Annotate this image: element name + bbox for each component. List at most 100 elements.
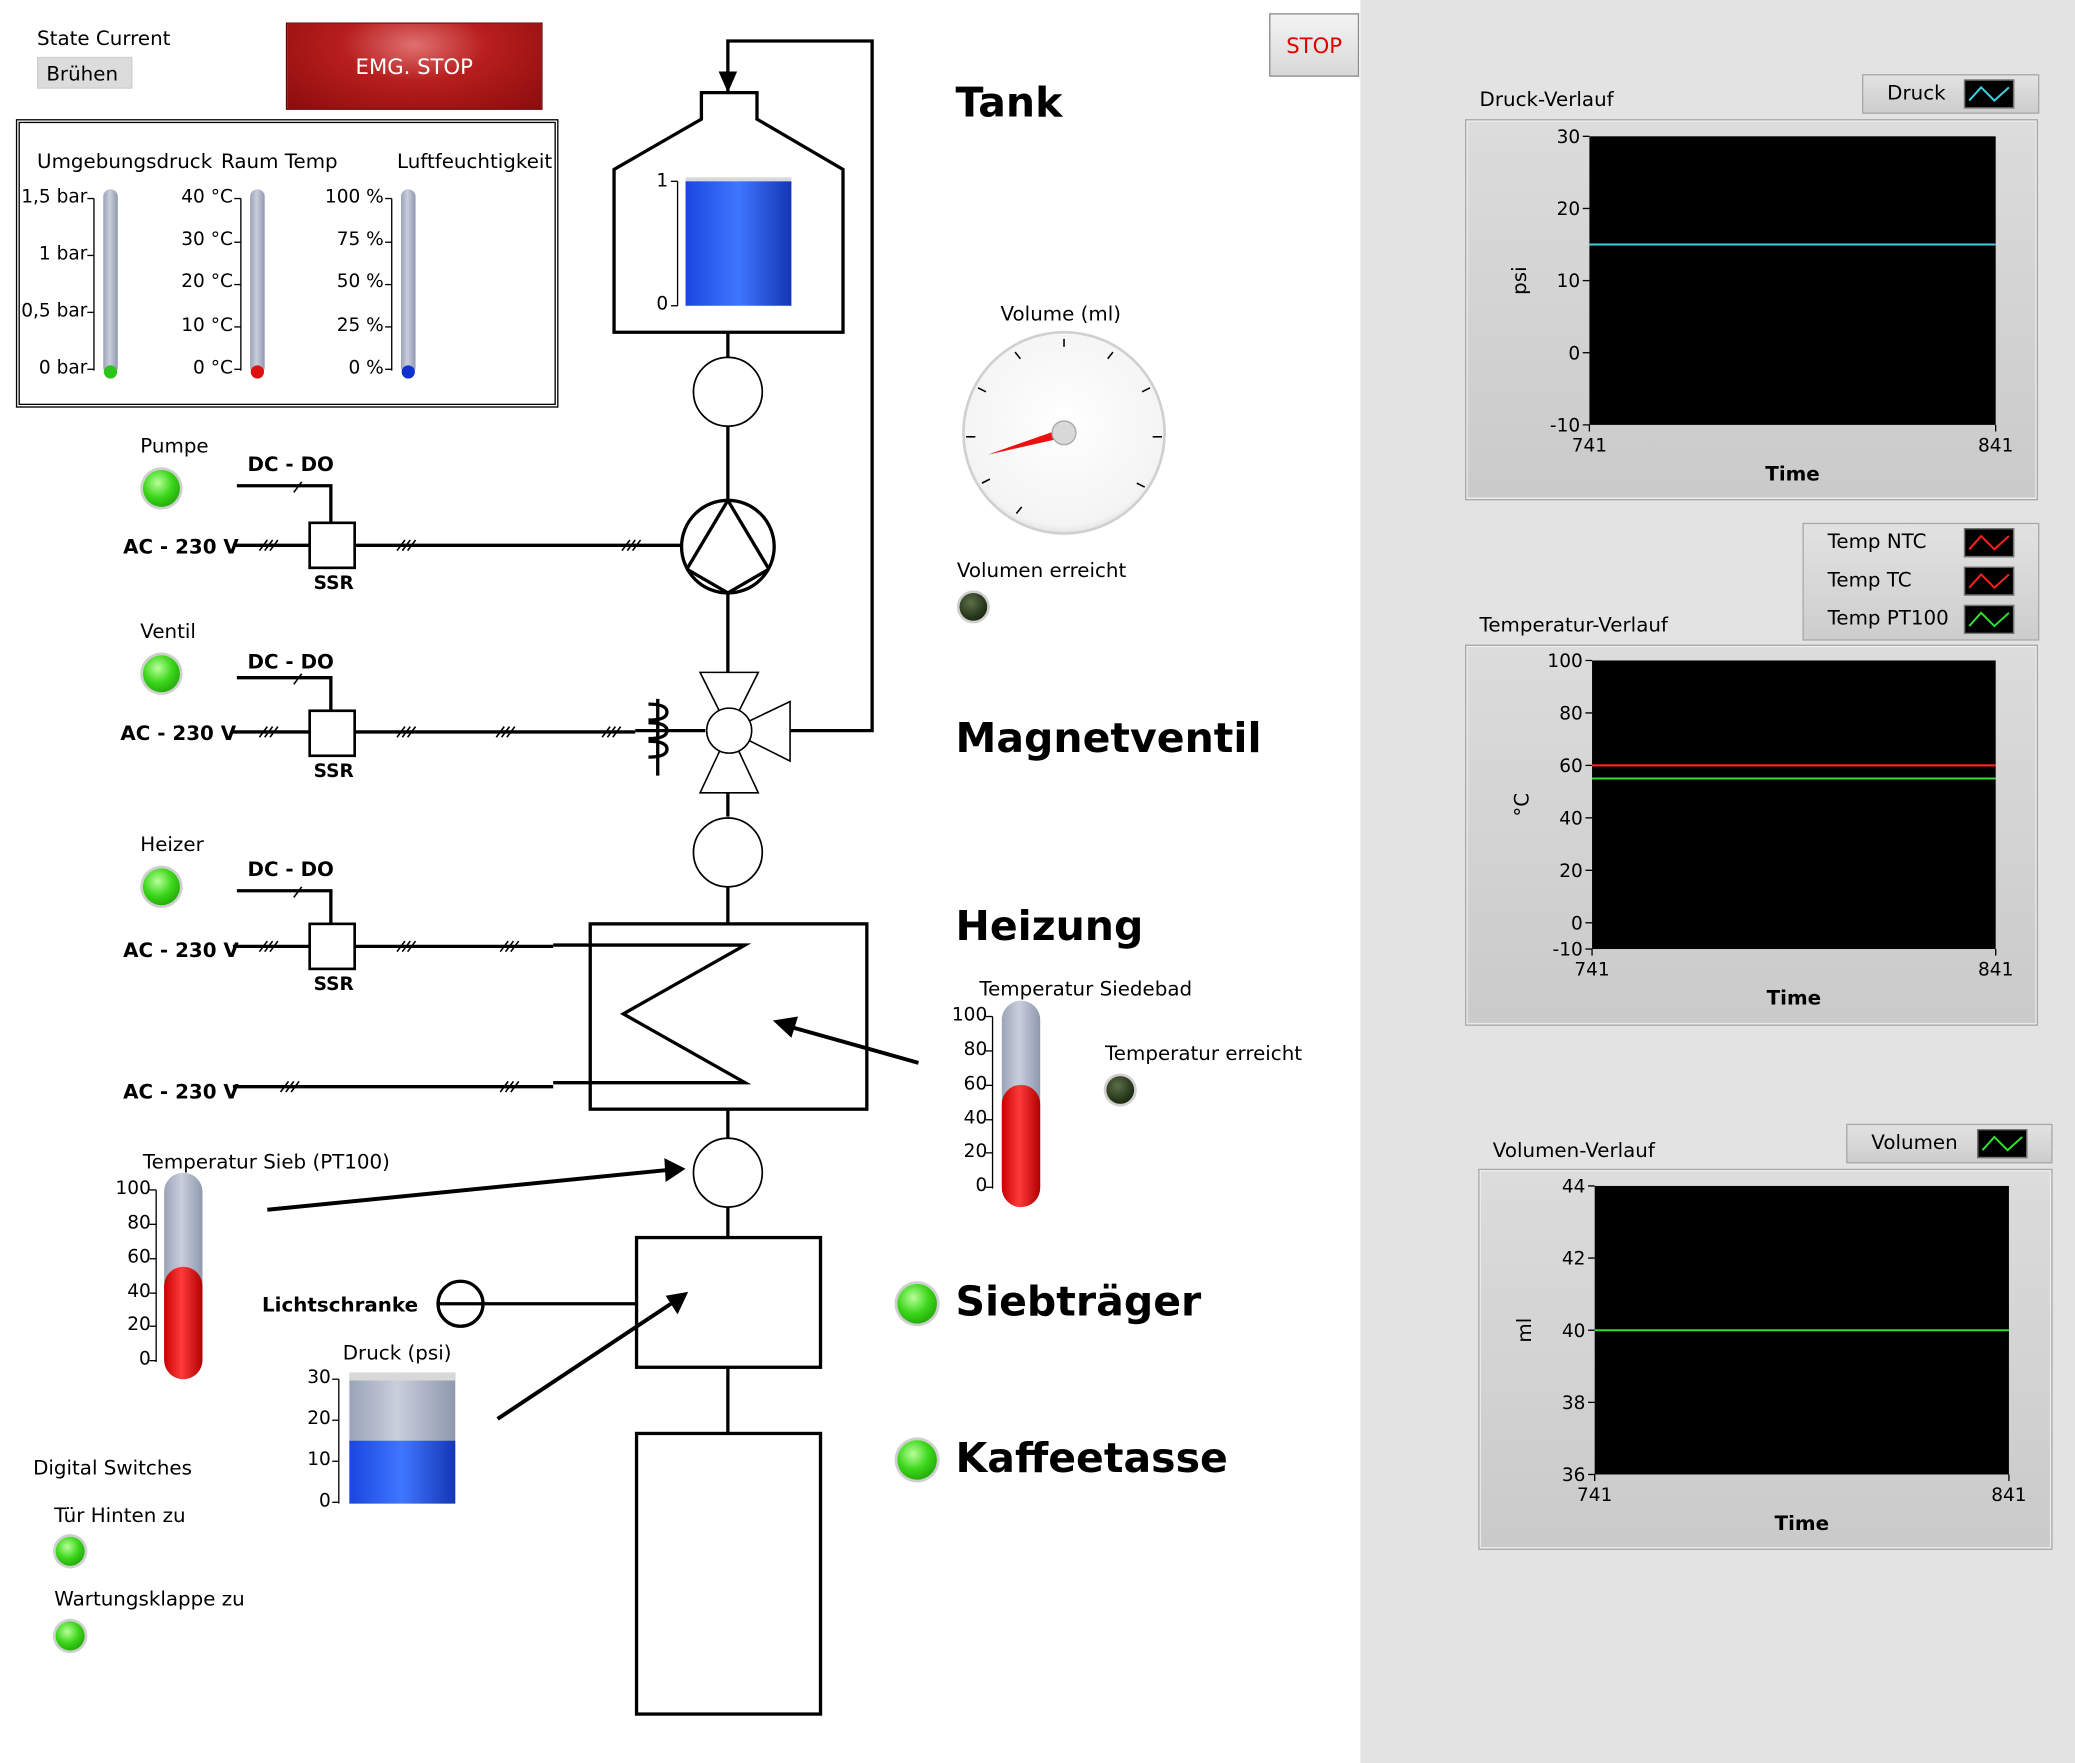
room-temp-bar <box>240 189 265 379</box>
y-axis-label: ml <box>1513 1318 1536 1343</box>
legend-swatch <box>1977 1129 2028 1159</box>
volume-gauge-label: Volume (ml) <box>1000 301 1121 326</box>
pump-label: Pumpe <box>140 434 209 458</box>
y-tick-label: 20 <box>1559 861 1583 882</box>
return-arrow <box>718 71 738 93</box>
ambient-pressure-tick: 0 bar <box>38 357 88 379</box>
pointer-arrows <box>267 1025 919 1421</box>
humidity-tick: 0 % <box>348 357 384 379</box>
volume-reached-led <box>959 592 988 621</box>
room-temp-label: Raum Temp <box>221 149 338 174</box>
sieve-temp-thermometer <box>149 1172 203 1380</box>
y-tick-label: -10 <box>1550 415 1580 436</box>
y-tick-label: 10 <box>1557 271 1581 292</box>
humidity-label: Luftfeuchtigkeit <box>397 149 553 174</box>
humidity-tick: 100 % <box>324 186 384 208</box>
pump-led <box>142 469 180 507</box>
y-tick-label: 38 <box>1562 1393 1586 1414</box>
ssr-label: SSR <box>313 573 354 595</box>
pressure-tank-tick: 0 <box>319 1490 331 1512</box>
ambient-pressure-tick: 1,5 bar <box>21 186 88 208</box>
legend-label: Temp PT100 <box>1827 606 1949 631</box>
plot-area <box>1589 136 1996 425</box>
ac-230-label: AC - 230 V <box>123 534 239 559</box>
x-tick-label: 741 <box>1574 959 1609 980</box>
switch-label: Wartungsklappe zu <box>54 1586 245 1611</box>
y-tick-label: 0 <box>1571 913 1583 934</box>
legend-label: Druck <box>1887 80 1946 105</box>
heater-led <box>142 868 180 906</box>
x-tick-label: 741 <box>1572 435 1607 456</box>
room-temp-tick: 40 °C <box>181 186 233 208</box>
digital-switches-title: Digital Switches <box>33 1455 192 1480</box>
y-tick-label: 60 <box>1559 756 1583 777</box>
y-tick-label: 40 <box>1559 808 1583 829</box>
sieve-temp-tick: 20 <box>127 1314 151 1336</box>
boiler-temp-tick: 20 <box>963 1140 988 1163</box>
y-tick-label: 0 <box>1568 343 1580 364</box>
solenoid-valve-symbol <box>698 671 791 794</box>
x-tick-label: 841 <box>1978 959 2013 980</box>
switch-label: Tür Hinten zu <box>54 1503 186 1528</box>
pump-wiring <box>232 484 683 570</box>
humidity-bar <box>391 189 416 379</box>
y-axis-label: °C <box>1511 793 1534 817</box>
stop-button[interactable]: STOP <box>1269 13 1360 77</box>
volume-reached-label: Volumen erreicht <box>956 558 1127 583</box>
pressure-chart-title: Druck-Verlauf <box>1479 87 1614 112</box>
legend-swatch <box>1963 604 2015 635</box>
light-barrier-symbol <box>436 1279 637 1328</box>
pump-symbol <box>679 498 776 595</box>
ac-230-label: AC - 230 V <box>120 721 237 746</box>
tank-title: Tank <box>955 79 1063 128</box>
boiler-temp-tick: 100 <box>951 1004 988 1026</box>
room-temp-tick: 30 °C <box>181 228 233 251</box>
y-tick-label: 100 <box>1547 651 1582 672</box>
emergency-stop-button[interactable]: EMG. STOP <box>285 22 543 110</box>
volume-gauge <box>962 330 1166 535</box>
temp-reached-label: Temperatur erreicht <box>1105 1041 1303 1066</box>
boiler-temp-tick: 40 <box>963 1107 988 1130</box>
valve-led <box>142 655 180 693</box>
dc-do-label: DC - DO <box>247 857 334 882</box>
humidity-tick: 25 % <box>336 315 384 337</box>
ambient-pressure-tick: 1 bar <box>38 243 88 265</box>
boiler-temp-tick: 0 <box>975 1175 988 1197</box>
boiler-temp-label: Temperatur Siedebad <box>979 976 1193 1001</box>
y-axis-label: psi <box>1508 266 1531 294</box>
volume-legend[interactable]: Volumen <box>1846 1123 2053 1164</box>
cup-title: Kaffeetasse <box>955 1434 1228 1483</box>
valve-wiring <box>232 676 636 758</box>
pressure-tank-gauge <box>332 1372 456 1504</box>
legend-swatch <box>1963 528 2015 558</box>
pressure-tank-tick: 30 <box>307 1367 331 1389</box>
ambient-pressure-bar <box>93 189 118 379</box>
pressure-legend[interactable]: Druck <box>1862 74 2040 114</box>
wire-slash-marks <box>258 481 642 1093</box>
sieve-temp-tick: 60 <box>127 1246 151 1269</box>
pressure-tank-tick: 10 <box>307 1449 331 1471</box>
ssr-label: SSR <box>313 761 354 783</box>
humidity-tick: 75 % <box>336 228 384 251</box>
switch-led <box>55 1621 85 1651</box>
y-tick-label: -10 <box>1553 940 1583 961</box>
temperature-legend[interactable]: Temp NTC Temp TC Temp PT100 <box>1802 522 2040 641</box>
room-temp-tick: 10 °C <box>181 315 233 337</box>
pressure-tank-label: Druck (psi) <box>342 1340 452 1365</box>
tank-level-gauge <box>670 177 792 307</box>
y-tick-label: 20 <box>1557 199 1581 220</box>
heating-coil <box>553 943 752 1085</box>
y-tick-label: 40 <box>1562 1321 1586 1342</box>
room-temp-tick: 0 °C <box>193 357 233 379</box>
pressure-tank-tick: 20 <box>307 1408 331 1430</box>
x-tick-label: 841 <box>1978 435 2013 456</box>
boiler-temp-tick: 80 <box>963 1039 988 1061</box>
tank-level-tick: 1 <box>656 170 669 192</box>
y-tick-label: 44 <box>1562 1177 1586 1198</box>
sieve-temp-tick: 40 <box>127 1281 151 1303</box>
x-tick-label: 841 <box>1991 1485 2026 1506</box>
